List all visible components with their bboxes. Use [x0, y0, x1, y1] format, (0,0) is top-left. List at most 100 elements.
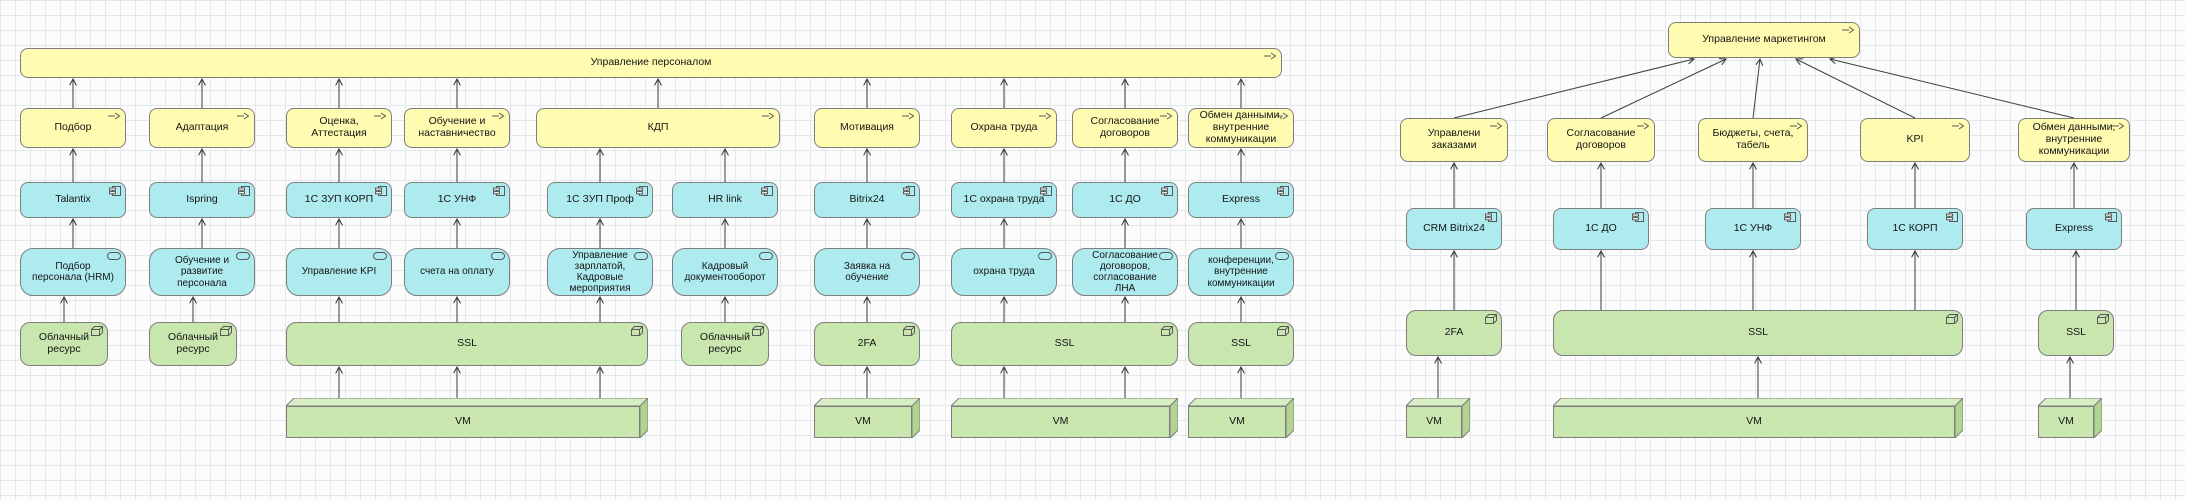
- node-label: Бюджеты, счета, табель: [1712, 127, 1794, 151]
- business-process-node[interactable]: Бюджеты, счета, табель: [1698, 118, 1808, 162]
- technology-service-node[interactable]: SSL: [286, 322, 648, 366]
- node-icon: [903, 326, 915, 336]
- vm-node[interactable]: VM: [2038, 398, 2102, 438]
- application-component-node[interactable]: Express: [1188, 182, 1294, 218]
- process-icon: [1263, 52, 1277, 60]
- node-label: 1С охрана труда: [963, 193, 1045, 206]
- node-label: VM: [2058, 415, 2074, 428]
- node-label: Talantix: [55, 193, 91, 206]
- vm-node[interactable]: VM: [286, 398, 648, 438]
- technology-service-node[interactable]: Облачный ресурс: [681, 322, 769, 366]
- application-component-node[interactable]: Express: [2026, 208, 2122, 250]
- application-service-node[interactable]: Заявка на обучение: [814, 248, 920, 296]
- application-service-node[interactable]: охрана труда: [951, 248, 1057, 296]
- process-icon: [236, 112, 250, 120]
- business-process-node[interactable]: Обмен данными, внутренние коммуникации: [1188, 108, 1294, 148]
- node-label: Мотивация: [839, 121, 894, 134]
- application-component-node[interactable]: CRM Bitrix24: [1406, 208, 1502, 250]
- node-label: HR link: [708, 193, 742, 206]
- node-label: VM: [1052, 415, 1069, 428]
- vm-node[interactable]: VM: [814, 398, 920, 438]
- application-component-node[interactable]: Bitrix24: [814, 182, 920, 218]
- technology-service-node[interactable]: SSL: [1188, 322, 1294, 366]
- application-component-node[interactable]: 1С УНФ: [1705, 208, 1801, 250]
- technology-service-node[interactable]: Облачный ресурс: [20, 322, 108, 366]
- business-process-node[interactable]: Управление маркетингом: [1668, 22, 1860, 58]
- application-component-node[interactable]: 1С ЗУП КОРП: [286, 182, 392, 218]
- application-component-node[interactable]: 1С ДО: [1553, 208, 1649, 250]
- node-label: CRM Bitrix24: [1423, 222, 1485, 235]
- component-icon: [2105, 212, 2117, 222]
- business-process-node[interactable]: Согласование договоров: [1547, 118, 1655, 162]
- application-component-node[interactable]: 1С охрана труда: [951, 182, 1057, 218]
- application-service-node[interactable]: конференции, внутренние коммуникации: [1188, 248, 1294, 296]
- node-icon: [1277, 326, 1289, 336]
- service-icon: [1275, 252, 1289, 260]
- vm-node[interactable]: VM: [951, 398, 1178, 438]
- vm-node[interactable]: VM: [1406, 398, 1470, 438]
- application-service-node[interactable]: Кадровый документооборот: [672, 248, 778, 296]
- technology-service-node[interactable]: Облачный ресурс: [149, 322, 237, 366]
- process-icon: [1038, 112, 1052, 120]
- node-label: SSL: [457, 337, 477, 350]
- application-component-node[interactable]: Talantix: [20, 182, 126, 218]
- node-label: Облачный ресурс: [38, 331, 90, 355]
- vm-node[interactable]: VM: [1188, 398, 1294, 438]
- node-label: 1С ДО: [1109, 193, 1141, 206]
- vm-3d-box: [814, 398, 920, 438]
- application-component-node[interactable]: Ispring: [149, 182, 255, 218]
- component-icon: [1632, 212, 1644, 222]
- node-label: 2FA: [857, 337, 877, 350]
- vm-3d-box: [286, 398, 648, 438]
- business-process-node[interactable]: Охрана труда: [951, 108, 1057, 148]
- technology-service-node[interactable]: 2FA: [814, 322, 920, 366]
- node-label: Подбор персонала (HRM): [32, 260, 114, 283]
- application-component-node[interactable]: 1С ЗУП Проф: [547, 182, 653, 218]
- node-label: 2FA: [1444, 326, 1464, 339]
- node-label: Облачный ресурс: [699, 331, 751, 355]
- business-process-node[interactable]: KPI: [1860, 118, 1970, 162]
- application-service-node[interactable]: Согласование договоров, согласование ЛНА: [1072, 248, 1178, 296]
- application-service-node[interactable]: счета на оплату: [404, 248, 510, 296]
- service-icon: [759, 252, 773, 260]
- technology-service-node[interactable]: SSL: [2038, 310, 2114, 356]
- technology-service-node[interactable]: SSL: [1553, 310, 1963, 356]
- application-service-node[interactable]: Подбор персонала (HRM): [20, 248, 126, 296]
- component-icon: [238, 186, 250, 196]
- application-component-node[interactable]: 1С ДО: [1072, 182, 1178, 218]
- business-process-node[interactable]: Управление персоналом: [20, 48, 1282, 78]
- component-icon: [761, 186, 773, 196]
- business-process-node[interactable]: Обмен данными, внутренние коммуникации: [2018, 118, 2130, 162]
- vm-node[interactable]: VM: [1553, 398, 1963, 438]
- node-label: конференции, внутренние коммуникации: [1207, 255, 1275, 289]
- node-icon: [91, 326, 103, 336]
- business-process-node[interactable]: Подбор: [20, 108, 126, 148]
- business-process-node[interactable]: Оценка, Аттестация: [286, 108, 392, 148]
- business-process-node[interactable]: Мотивация: [814, 108, 920, 148]
- application-service-node[interactable]: Управление зарплатой, Кадровые мероприят…: [547, 248, 653, 296]
- relationship-arrow: [1600, 59, 1726, 119]
- service-icon: [634, 252, 648, 260]
- node-icon: [220, 326, 232, 336]
- application-component-node[interactable]: 1С КОРП: [1867, 208, 1963, 250]
- node-label: Bitrix24: [849, 193, 885, 206]
- process-icon: [2111, 122, 2125, 130]
- business-process-node[interactable]: Управлени заказами: [1400, 118, 1508, 162]
- node-label: охрана труда: [973, 266, 1035, 278]
- business-process-node[interactable]: КДП: [536, 108, 780, 148]
- application-component-node[interactable]: HR link: [672, 182, 778, 218]
- technology-service-node[interactable]: SSL: [951, 322, 1178, 366]
- business-process-node[interactable]: Адаптация: [149, 108, 255, 148]
- node-label: Обучение и наставничество: [418, 115, 496, 139]
- technology-service-node[interactable]: 2FA: [1406, 310, 1502, 356]
- business-process-node[interactable]: Обучение и наставничество: [404, 108, 510, 148]
- application-component-node[interactable]: 1С УНФ: [404, 182, 510, 218]
- process-icon: [1275, 112, 1289, 120]
- application-service-node[interactable]: Управление KPI: [286, 248, 392, 296]
- component-icon: [109, 186, 121, 196]
- business-process-node[interactable]: Согласование договоров: [1072, 108, 1178, 148]
- process-icon: [1841, 26, 1855, 34]
- application-service-node[interactable]: Обучение и развитие персонала: [149, 248, 255, 296]
